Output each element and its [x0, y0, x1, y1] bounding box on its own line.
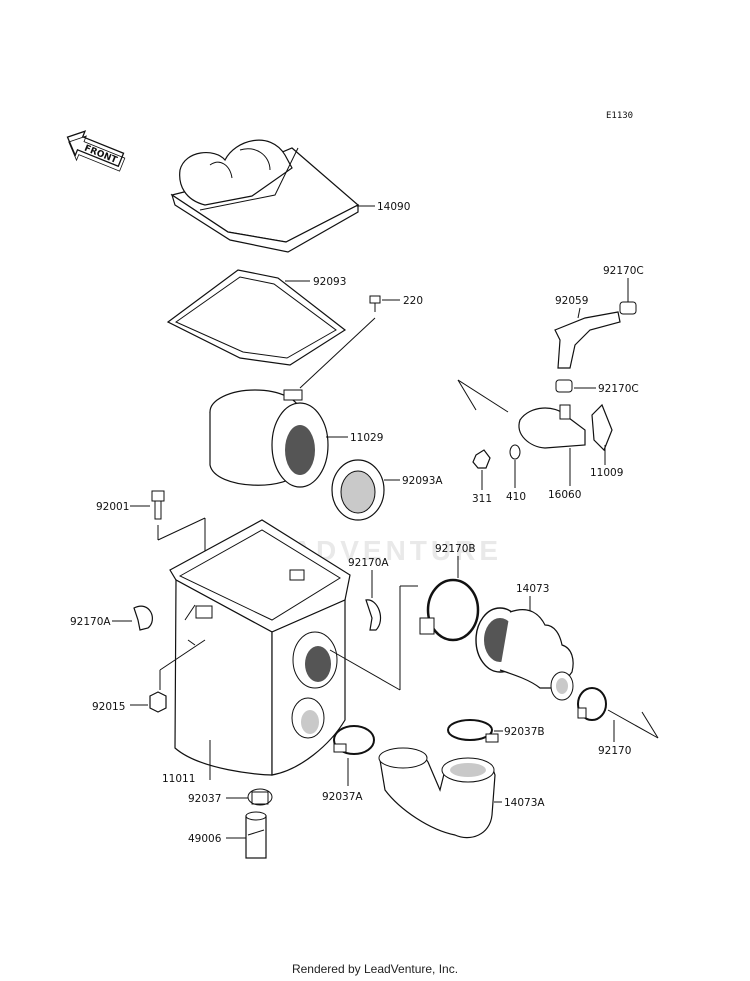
- label-11029: 11029: [350, 432, 383, 444]
- clamp-92170C-mid: [555, 379, 573, 393]
- drain-tube: [245, 811, 267, 859]
- label-92093: 92093: [313, 276, 346, 288]
- label-311: 311: [472, 493, 492, 505]
- diagram-code: E1130: [606, 111, 634, 121]
- clamp-92170A-mid: [365, 599, 381, 631]
- front-arrow-icon: FRONT: [66, 130, 126, 172]
- screw-220: [369, 295, 381, 312]
- breather-hose: [554, 311, 621, 369]
- label-410: 410: [506, 491, 526, 503]
- air-cleaner-case: [169, 519, 351, 776]
- footer-credit: Rendered by LeadVenture, Inc.: [291, 962, 459, 976]
- label-92170B: 92170B: [435, 543, 476, 555]
- label-16060: 16060: [548, 489, 581, 501]
- intake-boot: [475, 607, 574, 701]
- label-92015: 92015: [92, 701, 125, 713]
- intake-duct: [378, 747, 496, 839]
- label-92037B: 92037B: [504, 726, 545, 738]
- label-49006: 49006: [188, 833, 222, 845]
- label-92170A-mid: 92170A: [348, 557, 389, 569]
- label-11011: 11011: [162, 773, 195, 785]
- label-11009: 11009: [590, 467, 623, 479]
- nut-92015: [149, 691, 167, 713]
- label-92059: 92059: [555, 295, 588, 307]
- label-92001: 92001: [96, 501, 129, 513]
- label-220: 220: [403, 295, 423, 307]
- gasket-11009: [591, 403, 613, 452]
- gasket: [166, 269, 347, 366]
- label-92170C-top: 92170C: [603, 265, 644, 277]
- clamp-92037B: [447, 719, 499, 743]
- air-cleaner-cover: [170, 139, 360, 253]
- label-14073A: 14073A: [504, 797, 545, 809]
- clamp-92037A: [333, 725, 375, 755]
- label-92170A-left: 92170A: [70, 616, 111, 628]
- clamp-92170A-left: [133, 605, 153, 631]
- clamp-92037: [247, 788, 273, 806]
- label-92170C-mid: 92170C: [598, 383, 639, 395]
- seal-ring: [331, 459, 385, 521]
- clamp-92170: [577, 687, 607, 721]
- label-92037: 92037: [188, 793, 221, 805]
- clamp-92170C-top: [619, 301, 637, 315]
- label-92093A: 92093A: [402, 475, 443, 487]
- label-14073: 14073: [516, 583, 549, 595]
- clamp-92170B: [419, 578, 480, 642]
- nut-311: [472, 449, 491, 469]
- label-14090: 14090: [377, 201, 410, 213]
- breather-fitting: [518, 404, 586, 449]
- air-filter-element: [209, 389, 329, 488]
- label-92170: 92170: [598, 745, 631, 757]
- label-92037A: 92037A: [322, 791, 363, 803]
- washer-410: [509, 444, 521, 460]
- bolt-92001: [151, 490, 165, 520]
